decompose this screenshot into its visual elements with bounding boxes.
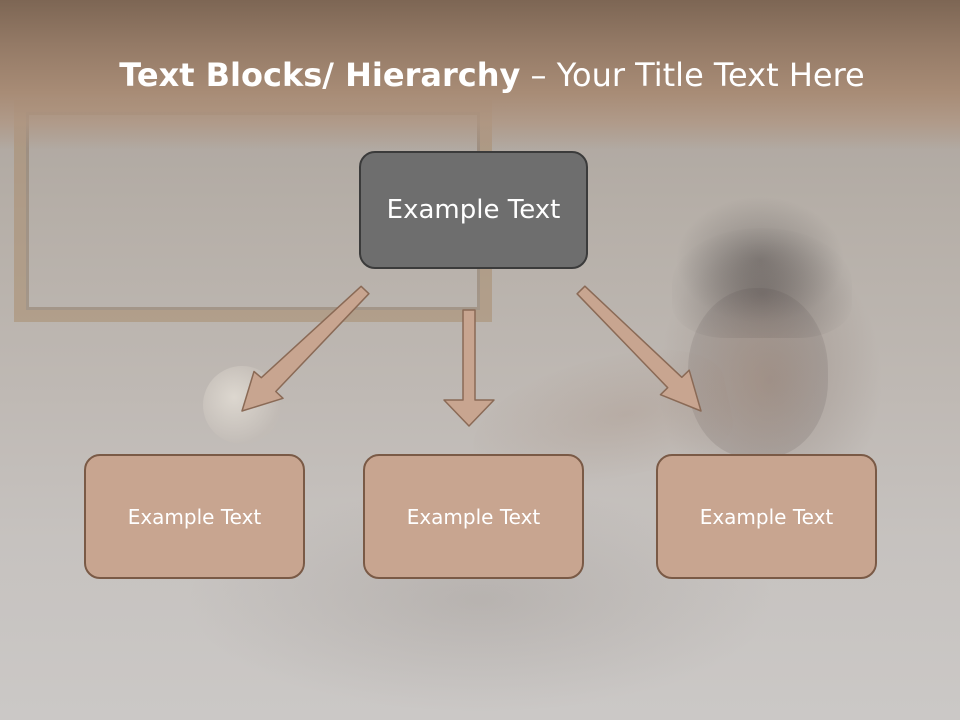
- child-text-block-3[interactable]: Example Text: [656, 454, 877, 579]
- child-text-block-label: Example Text: [699, 504, 834, 529]
- child-text-block-1[interactable]: Example Text: [84, 454, 305, 579]
- slide-title-rest: Your Title Text Here: [556, 56, 865, 94]
- top-text-block[interactable]: Example Text: [359, 151, 588, 269]
- background-person-head: [688, 288, 828, 458]
- slide-title-bold: Text Blocks/ Hierarchy: [119, 56, 521, 94]
- arrow-right: [576, 285, 702, 412]
- slide-title-dash: –: [520, 56, 557, 94]
- child-text-block-label: Example Text: [127, 504, 262, 529]
- child-text-block-2[interactable]: Example Text: [363, 454, 584, 579]
- top-text-block-label: Example Text: [386, 195, 561, 225]
- header-band: [0, 0, 960, 150]
- slide-title: Text Blocks/ Hierarchy – Your Title Text…: [0, 56, 960, 94]
- arrow-center: [443, 309, 495, 427]
- child-text-block-label: Example Text: [406, 504, 541, 529]
- background-person-hair: [672, 228, 852, 338]
- arrow-left: [241, 285, 370, 412]
